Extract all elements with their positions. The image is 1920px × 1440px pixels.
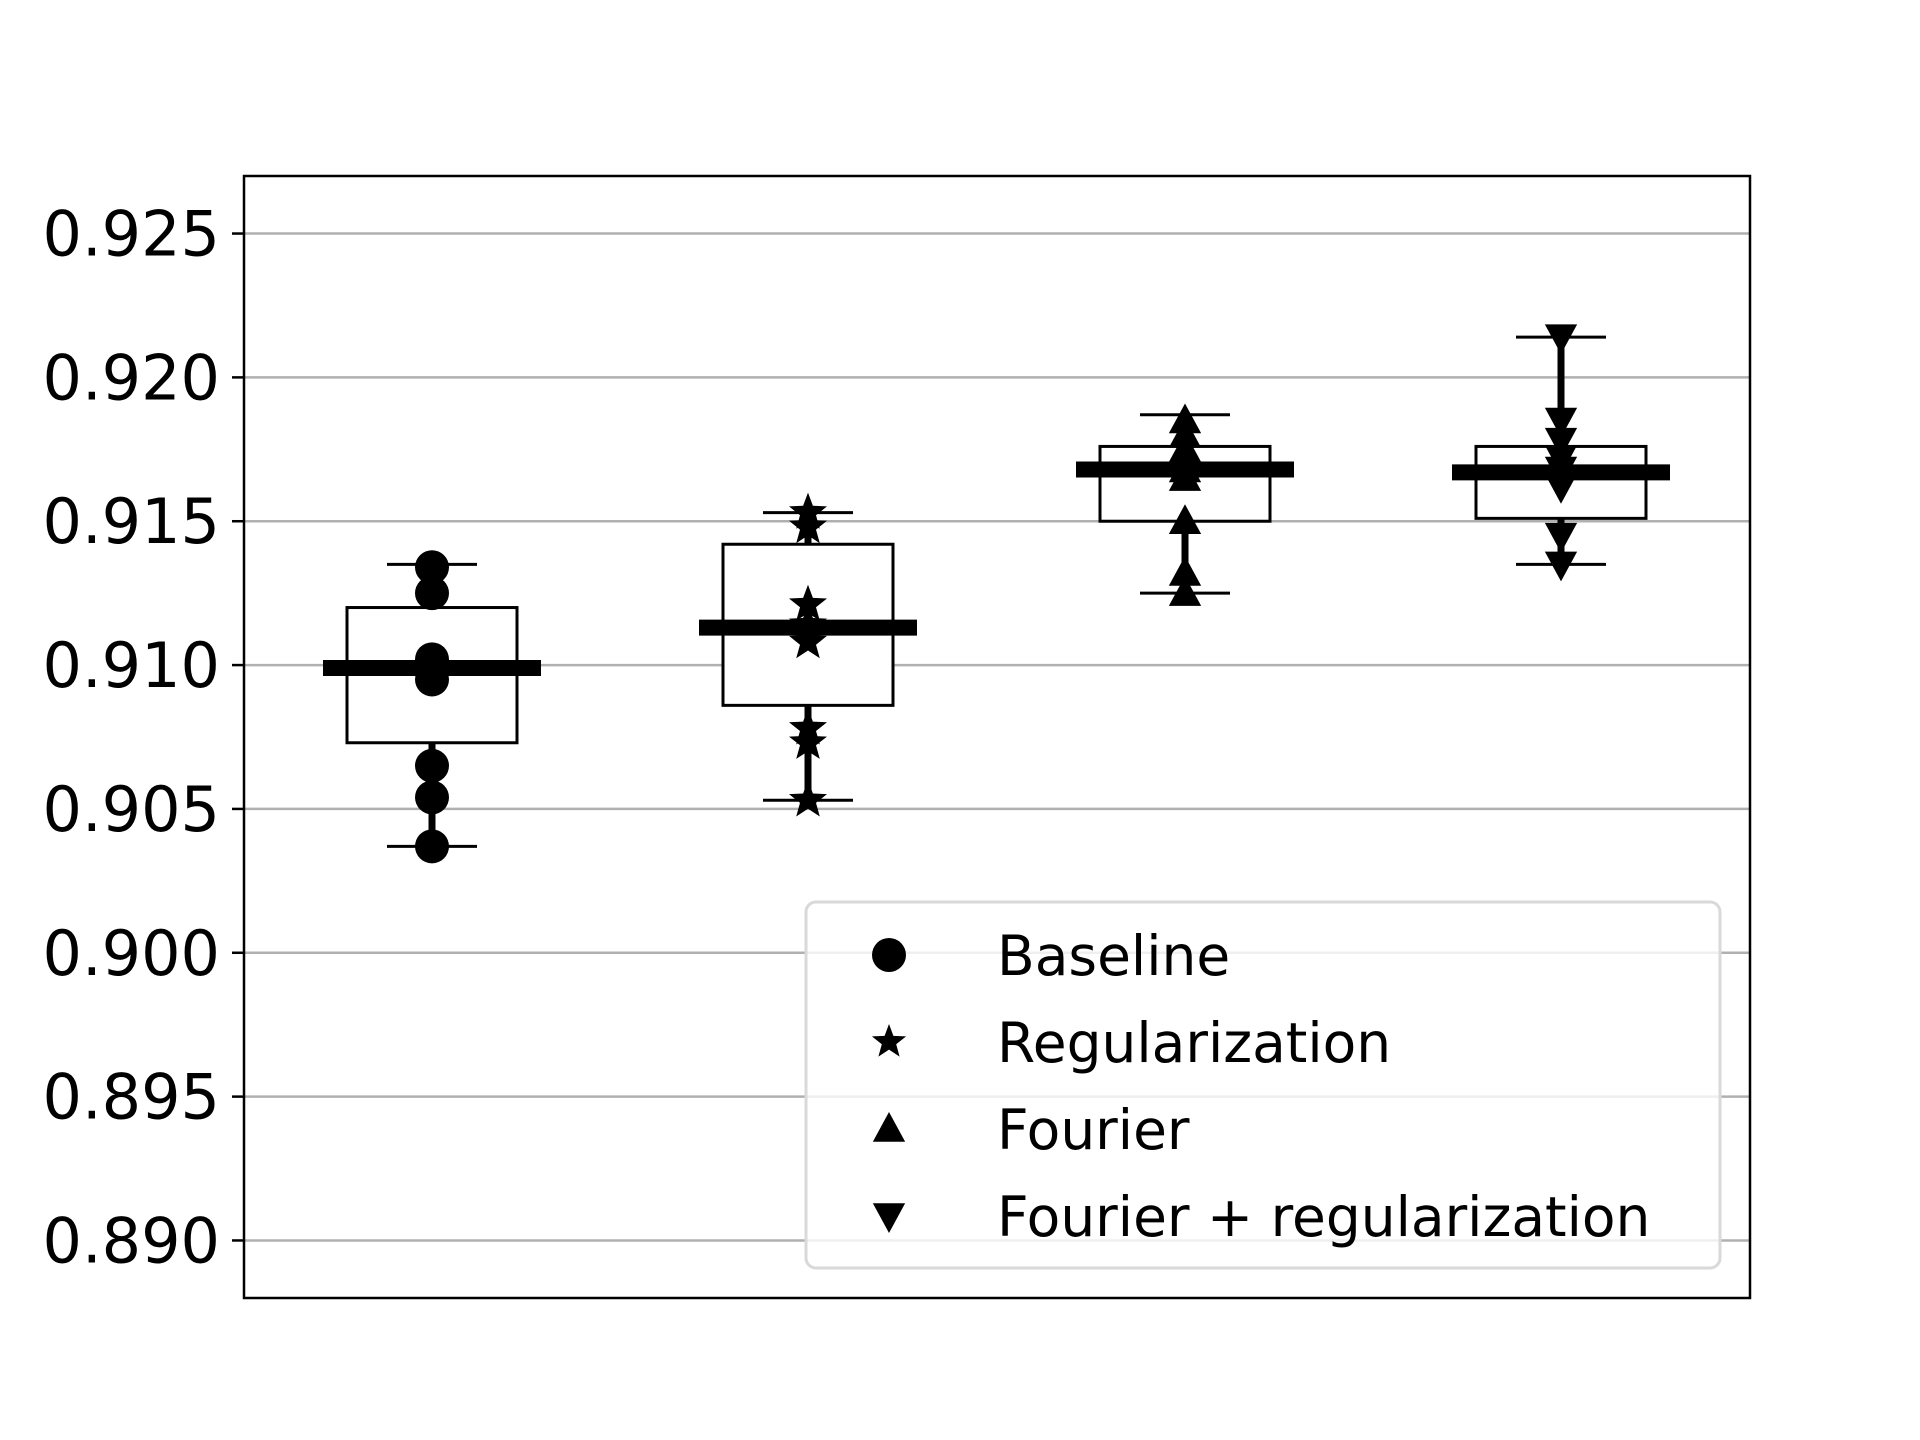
data-point [1168, 576, 1202, 606]
y-tick-label: 0.900 [43, 917, 221, 990]
data-point [789, 622, 827, 659]
legend-marker-triangle-down [872, 1203, 906, 1233]
legend-marker-star [871, 1024, 907, 1057]
data-point [789, 492, 827, 529]
legend-marker-circle [872, 938, 906, 972]
y-tick-label: 0.905 [43, 773, 221, 846]
data-point [789, 708, 827, 745]
data-point [789, 722, 827, 759]
data-point [1544, 324, 1578, 355]
plot-frame [242, 174, 1752, 1300]
y-tick-label: 0.925 [43, 198, 221, 271]
legend-label: Fourier + regularization [997, 1185, 1650, 1249]
data-point [1168, 504, 1202, 534]
data-point [415, 829, 449, 864]
legend-label: Regularization [997, 1011, 1391, 1075]
data-point [415, 748, 449, 783]
data-point [1168, 403, 1202, 434]
data-point [1544, 407, 1578, 438]
data-point [415, 780, 449, 815]
y-tick-label: 0.895 [43, 1061, 221, 1134]
y-tick-label: 0.910 [43, 629, 221, 702]
data-point [789, 780, 827, 817]
data-point [1544, 522, 1578, 553]
y-axis: 0.890 0.895 0.900 0.905 0.910 0.915 0.920 0.925 [43, 198, 244, 1277]
data-point [1544, 551, 1578, 582]
data-points [323, 324, 1670, 864]
data-point [415, 550, 449, 585]
data-point [789, 584, 827, 621]
legend-box [804, 900, 1722, 1270]
data-point [1544, 445, 1578, 475]
legend-label: Fourier [997, 1098, 1190, 1162]
data-point [415, 576, 449, 611]
legend-marker-triangle-up [872, 1112, 906, 1142]
y-tick-label: 0.920 [43, 341, 221, 414]
y-tick-label: 0.890 [43, 1204, 221, 1277]
data-point [789, 507, 827, 544]
data-point [1168, 556, 1202, 586]
data-point [1544, 473, 1578, 504]
y-tick-label: 0.915 [43, 485, 221, 558]
data-point [1544, 427, 1578, 458]
legend-label: Baseline [997, 924, 1230, 988]
